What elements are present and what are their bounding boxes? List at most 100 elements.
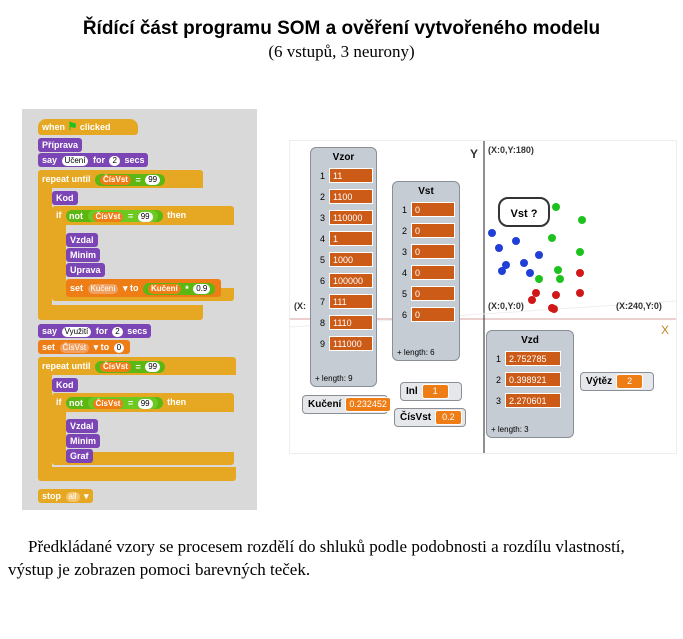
item-value[interactable]: 110000 xyxy=(329,210,373,225)
set-cisvst-block[interactable]: set ČísVst ▾ to 0 xyxy=(38,340,131,354)
repeat-until-header-1[interactable]: repeat until ČísVst = 99 xyxy=(38,171,172,188)
caption-paragraph: Předkládané vzory se procesem rozdělí do… xyxy=(8,537,625,579)
uprava-block[interactable]: Uprava xyxy=(66,263,105,277)
repeat-until-label: repeat until xyxy=(42,361,91,371)
item-index: 1 xyxy=(495,354,501,364)
when-flag-clicked-block[interactable]: when ⚑ clicked xyxy=(38,119,138,135)
kod-block-2[interactable]: Kod xyxy=(52,378,78,392)
item-value[interactable]: 1000 xyxy=(329,252,373,267)
minim-block-2[interactable]: Minim xyxy=(66,434,100,448)
dropdown-arrow-icon[interactable]: ▾ xyxy=(93,342,99,352)
item-value[interactable]: 0.398921 xyxy=(505,372,561,387)
minim-block-1[interactable]: Minim xyxy=(66,248,100,262)
stop-dropdown[interactable]: all xyxy=(65,491,80,502)
cisvst-reporter[interactable]: ČísVst xyxy=(92,398,124,409)
blue-dot xyxy=(502,261,510,269)
item-value[interactable]: 11 xyxy=(329,168,373,183)
graf-block[interactable]: Graf xyxy=(66,449,93,463)
secs-value[interactable]: 2 xyxy=(112,326,123,337)
value-99[interactable]: 99 xyxy=(137,211,153,222)
say-vyuziti-block[interactable]: say Využití for 2 secs xyxy=(38,324,152,338)
item-value[interactable]: 2.270601 xyxy=(505,393,561,408)
dropdown-arrow-icon[interactable]: ▾ xyxy=(84,491,89,501)
say-text[interactable]: Učení xyxy=(61,155,89,166)
item-index: 8 xyxy=(319,318,325,328)
blue-dot xyxy=(488,229,496,237)
if-header-2[interactable]: if not ČísVst = 99 then xyxy=(52,394,191,411)
vzdal-block-1[interactable]: Vzdal xyxy=(66,233,98,247)
equals-operator[interactable]: ČísVst = 99 xyxy=(87,397,158,410)
variable-dropdown[interactable]: ČísVst xyxy=(59,342,90,353)
item-value[interactable]: 0 xyxy=(411,202,455,217)
value-99[interactable]: 99 xyxy=(145,175,161,186)
if-header-1[interactable]: if not ČísVst = 99 then xyxy=(52,207,191,224)
cisvst-reporter[interactable]: ČísVst xyxy=(100,175,131,186)
item-value[interactable]: 111000 xyxy=(329,336,373,351)
length-text: length: 3 xyxy=(497,425,529,434)
list-item: 6 100000 xyxy=(315,273,373,290)
value-0[interactable]: 0 xyxy=(113,342,125,353)
not-operator[interactable]: not ČísVst = 99 xyxy=(66,396,163,410)
stop-all-block[interactable]: stop all ▾ xyxy=(38,489,93,503)
cisvst-reporter[interactable]: ČísVst xyxy=(100,362,131,373)
list-item: 8 1110 xyxy=(315,315,373,332)
list-title: Vst xyxy=(418,186,434,197)
item-value[interactable]: 0 xyxy=(411,223,455,238)
say-ucení-block[interactable]: say Učení for 2 secs xyxy=(38,153,149,167)
list-title: Vzd xyxy=(521,335,539,346)
item-value[interactable]: 111 xyxy=(329,294,373,309)
add-item-icon[interactable]: + xyxy=(397,348,402,357)
repeat-until-label: repeat until xyxy=(42,174,91,184)
equals-operator[interactable]: ČísVst = 99 xyxy=(95,360,166,373)
red-dot xyxy=(528,296,536,304)
item-value[interactable]: 0 xyxy=(411,265,455,280)
add-item-icon[interactable]: + xyxy=(315,374,320,383)
kuceni-reporter[interactable]: Kučení xyxy=(148,284,181,295)
item-value[interactable]: 1100 xyxy=(329,189,373,204)
not-operator[interactable]: not ČísVst = 99 xyxy=(66,209,163,223)
variable-dropdown[interactable]: Kučení xyxy=(87,283,119,294)
when-label: when xyxy=(42,122,66,132)
vzdal-block-2[interactable]: Vzdal xyxy=(66,419,98,433)
item-value[interactable]: 1 xyxy=(329,231,373,246)
equals-operator[interactable]: ČísVst = 99 xyxy=(87,210,158,223)
item-index: 6 xyxy=(319,276,325,286)
item-value[interactable]: 0 xyxy=(411,307,455,322)
add-item-icon[interactable]: + xyxy=(491,425,496,434)
kod-block-1[interactable]: Kod xyxy=(52,191,78,205)
secs-value[interactable]: 2 xyxy=(109,155,120,166)
item-value[interactable]: 100000 xyxy=(329,273,373,288)
for-label: for xyxy=(92,155,105,165)
stop-label: stop xyxy=(42,491,61,501)
value-99[interactable]: 99 xyxy=(137,398,153,409)
item-index: 4 xyxy=(319,234,325,244)
set-kuceni-block[interactable]: set Kučení ▾ to Kučení * 0.9 xyxy=(66,279,222,297)
priprava-block[interactable]: Příprava xyxy=(38,138,83,152)
item-value[interactable]: 2.752785 xyxy=(505,351,561,366)
monitor-value: 1 xyxy=(421,383,449,399)
item-value[interactable]: 0 xyxy=(411,286,455,301)
equals-operator[interactable]: ČísVst = 99 xyxy=(95,173,166,186)
value-0-9[interactable]: 0.9 xyxy=(193,284,211,295)
dropdown-arrow-icon[interactable]: ▾ xyxy=(122,283,128,293)
value-99[interactable]: 99 xyxy=(145,362,161,373)
say-text[interactable]: Využití xyxy=(61,326,92,337)
cisvst-reporter[interactable]: ČísVst xyxy=(92,211,124,222)
item-index: 3 xyxy=(495,396,501,406)
set-label: set xyxy=(70,283,84,293)
item-value[interactable]: 0 xyxy=(411,244,455,259)
repeat-until-header-2[interactable]: repeat until ČísVst = 99 xyxy=(38,358,172,375)
item-value[interactable]: 1110 xyxy=(329,315,373,330)
multiply-operator[interactable]: Kučení * 0.9 xyxy=(143,282,216,295)
